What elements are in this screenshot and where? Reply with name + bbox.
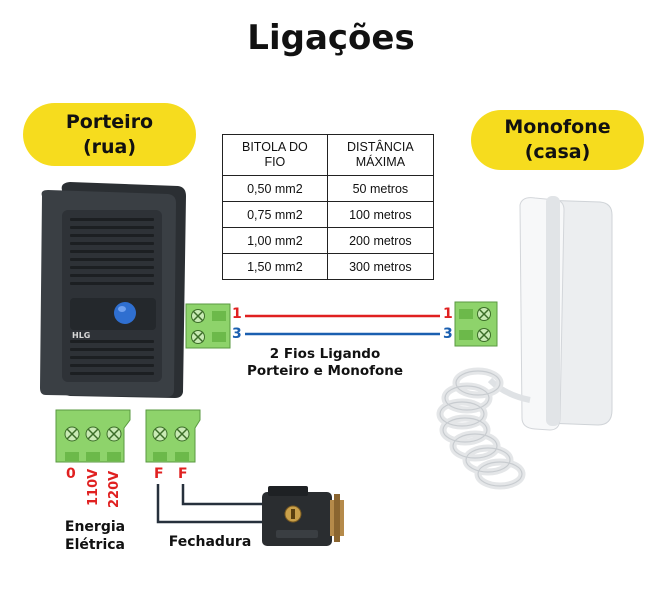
porteiro-badge: Porteiro (rua) [23,103,196,166]
monofone-label: Monofone [504,116,611,138]
wire-number-3-right: 3 [443,326,453,342]
lock-terminal [145,409,201,463]
table-row: 1,50 mm2 300 metros [222,253,435,280]
lock-wire-2 [181,484,272,506]
porteiro-wire-terminal [185,303,231,349]
monofone-device [436,196,613,490]
wire-number-1-right: 1 [443,306,453,322]
speaker-grille [70,218,154,375]
porteiro-device: HLG [40,182,186,398]
brand-logo: HLG [72,331,90,340]
page-title: Ligações [247,18,415,58]
monofone-wire-terminal [454,301,498,347]
monofone-badge: Monofone (casa) [471,110,644,170]
table-cell: 0,75 mm2 [222,201,328,228]
table-cell: 300 metros [326,253,435,280]
lock-terminal-f1: F [154,466,164,482]
electric-lock-icon [262,486,344,546]
power-terminal [55,409,131,463]
doorbell-button-icon [114,302,136,324]
table-row: 1,00 mm2 200 metros [222,227,435,254]
table-row: 0,75 mm2 100 metros [222,201,435,228]
wire-number-1-left: 1 [232,306,242,322]
table-cell: 0,50 mm2 [222,175,328,202]
lock-wire-1 [156,484,272,524]
power-terminal-110v: 110V [86,468,101,506]
monofone-sublabel: (casa) [524,141,591,163]
porteiro-sublabel: (rua) [82,135,137,158]
table-cell: 200 metros [326,227,435,254]
porteiro-label: Porteiro [65,110,154,133]
lock-terminal-f2: F [178,466,188,482]
fechadura-label: Fechadura [168,534,252,550]
power-terminal-0: 0 [66,466,76,482]
table-cell: 1,50 mm2 [222,253,328,280]
table-cell: 100 metros [326,201,435,228]
power-terminal-220v: 220V [107,470,122,508]
wire-number-3-left: 3 [232,326,242,342]
table-cell: 1,00 mm2 [222,227,328,254]
